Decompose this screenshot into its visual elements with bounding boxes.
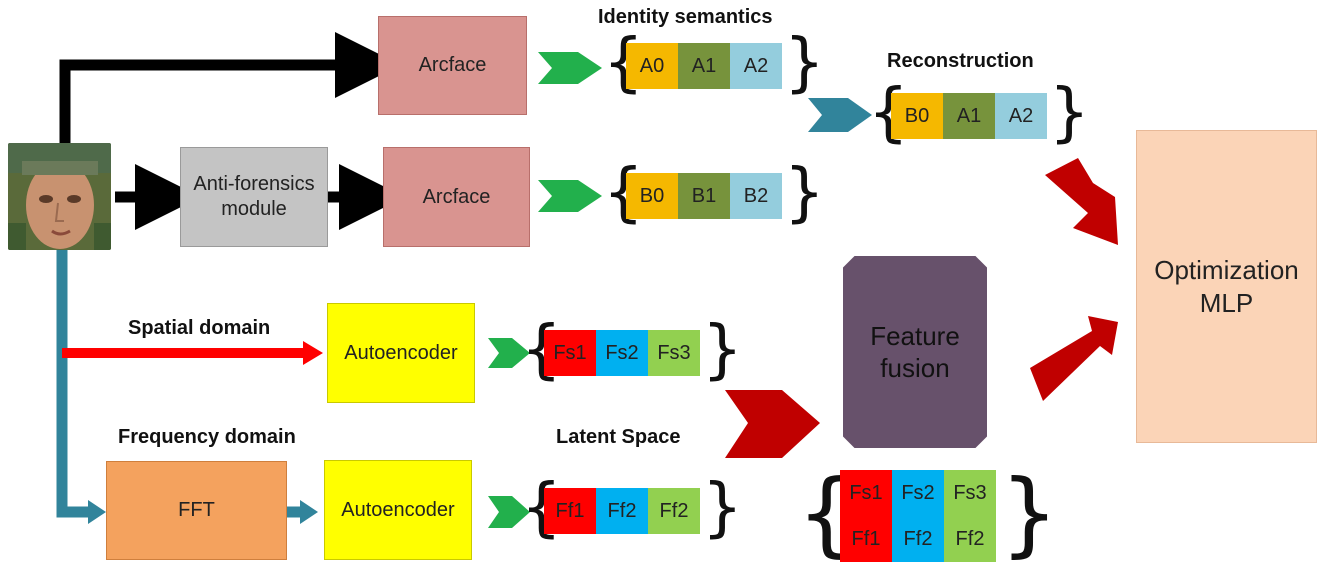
autoencoder-freq-box: Autoencoder (324, 460, 472, 560)
autoencoder-spatial-box: Autoencoder (327, 303, 475, 403)
red-arrow-icon (1030, 316, 1118, 401)
vector-cell: Ff2 (648, 488, 700, 534)
teal-arrow-icon (808, 98, 872, 132)
identity-a-vector: A0 A1 A2 (626, 43, 782, 89)
black-arrow-top (59, 32, 401, 143)
right-brace: } (784, 156, 825, 230)
red-arrow-icon (725, 390, 820, 458)
arcface-top-label: Arcface (418, 54, 487, 76)
identity-b-vector: B0 B1 B2 (626, 173, 782, 219)
green-arrow-icon (538, 180, 602, 212)
vector-cell: B0 (626, 173, 678, 219)
feature-fusion-box: Feature fusion (843, 256, 987, 448)
vector-cell: Fs2 (892, 470, 944, 516)
anti-forensics-label: Anti-forensics module (193, 173, 315, 220)
vector-cell: B2 (730, 173, 782, 219)
green-arrow-icon (488, 338, 530, 368)
teal-line (56, 250, 90, 518)
arcface-mid-box: Arcface (383, 147, 530, 247)
vector-cell: Fs3 (944, 470, 996, 516)
vector-cell: A1 (678, 43, 730, 89)
vector-cell: A1 (943, 93, 995, 139)
vector-cell: A2 (995, 93, 1047, 139)
green-arrow-icon (488, 496, 530, 528)
face-image (8, 143, 111, 250)
vector-cell: Ff1 (840, 516, 892, 562)
spatial-vector: Fs1 Fs2 Fs3 (544, 330, 700, 376)
feature-fusion-label: Feature fusion (870, 320, 960, 384)
spatial-domain-label: Spatial domain (128, 317, 271, 339)
autoencoder-spatial-label: Autoencoder (344, 341, 458, 364)
vector-cell: A2 (730, 43, 782, 89)
vector-cell: Ff1 (544, 488, 596, 534)
right-brace: } (702, 313, 743, 387)
teal-arrowhead-fft (88, 500, 106, 524)
right-brace: } (784, 26, 825, 100)
right-brace: } (1000, 460, 1059, 567)
fused-row-1: Fs1 Fs2 Fs3 (840, 470, 996, 516)
anti-forensics-box: Anti-forensics module (180, 147, 328, 247)
right-brace: } (702, 471, 743, 545)
frequency-domain-label: Frequency domain (118, 426, 296, 448)
vector-cell: Fs2 (596, 330, 648, 376)
vector-cell: Ff2 (944, 516, 996, 562)
arcface-mid-label: Arcface (422, 185, 491, 208)
reconstruction-label: Reconstruction (887, 50, 1034, 72)
latent-space-label: Latent Space (556, 426, 681, 448)
optimization-mlp-box: Optimization MLP (1136, 130, 1317, 443)
vector-cell: Fs3 (648, 330, 700, 376)
green-arrow-icon (538, 52, 602, 84)
vector-cell: A0 (626, 43, 678, 89)
vector-cell: B1 (678, 173, 730, 219)
red-arrow-icon (1045, 158, 1118, 245)
vector-cell: Ff2 (596, 488, 648, 534)
fused-row-2: Ff1 Ff2 Ff2 (840, 516, 996, 562)
arcface-top-box: Arcface (378, 16, 527, 115)
optimization-mlp-label: Optimization MLP (1154, 255, 1299, 318)
reconstruction-vector: B0 A1 A2 (891, 93, 1047, 139)
identity-semantics-label: Identity semantics (598, 6, 773, 28)
fft-box: FFT (106, 461, 287, 560)
right-brace: } (1049, 76, 1090, 150)
fft-label: FFT (178, 499, 215, 521)
autoencoder-freq-label: Autoencoder (341, 498, 455, 521)
vector-cell: Fs1 (544, 330, 596, 376)
vector-cell: Ff2 (892, 516, 944, 562)
frequency-vector: Ff1 Ff2 Ff2 (544, 488, 700, 534)
vector-cell: Fs1 (840, 470, 892, 516)
vector-cell: B0 (891, 93, 943, 139)
